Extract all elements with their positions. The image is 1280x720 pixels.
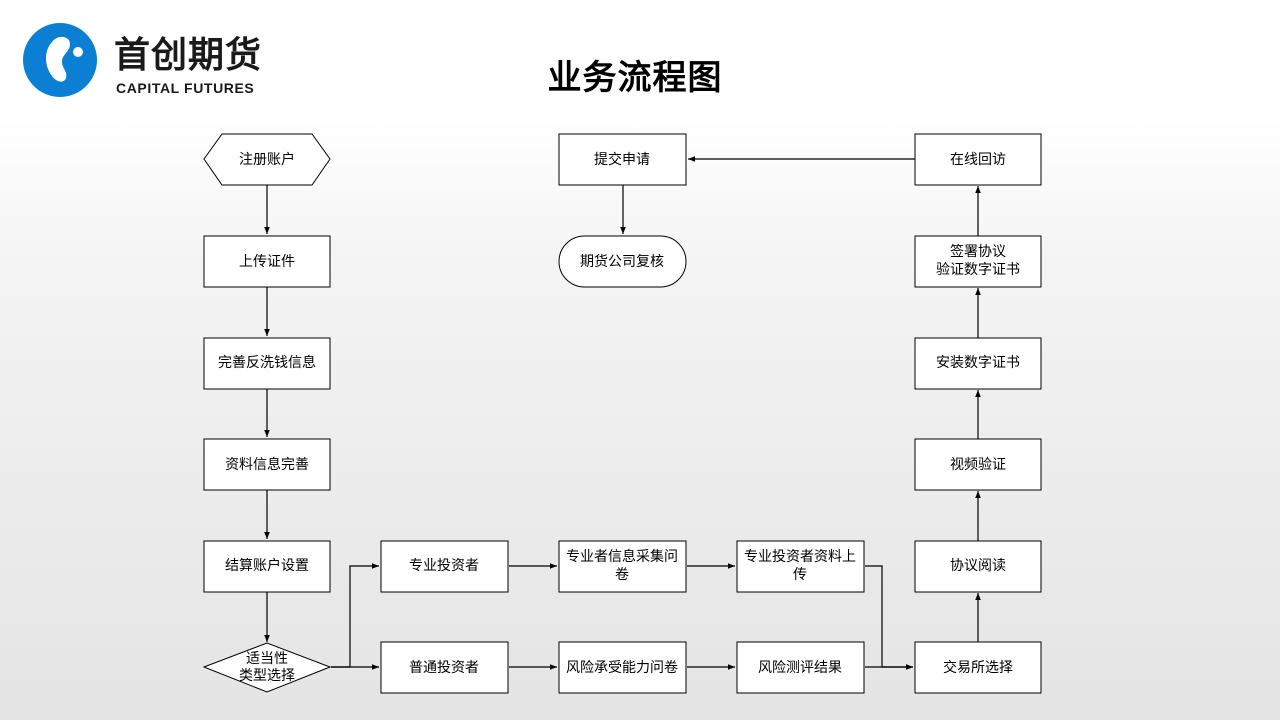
node-sign-label-1: 签署协议: [950, 243, 1006, 260]
node-pro-survey-label-1: 专业者信息采集问: [566, 548, 678, 565]
node-retail-investor-label: 普通投资者: [409, 660, 479, 676]
node-aml-info-label: 完善反洗钱信息: [218, 354, 316, 371]
node-install-cert: 安装数字证书: [914, 337, 1042, 390]
node-install-cert-label: 安装数字证书: [936, 355, 1020, 371]
node-submit-label: 提交申请: [594, 151, 650, 168]
node-sign-label-2: 验证数字证书: [936, 262, 1020, 278]
node-retail-investor: 普通投资者: [380, 641, 509, 694]
node-exchange-select-label: 交易所选择: [943, 659, 1013, 676]
node-aml-info: 完善反洗钱信息: [203, 337, 331, 390]
node-sign-agreement: 签署协议 验证数字证书: [914, 235, 1042, 288]
logo-name-cn: 首创期货: [114, 35, 263, 76]
node-risk-result-label: 风险测评结果: [758, 660, 842, 676]
node-agreement-read: 协议阅读: [914, 540, 1042, 593]
node-settlement-label: 结算账户设置: [225, 557, 309, 574]
node-submit: 提交申请: [558, 133, 687, 186]
node-review-label: 期货公司复核: [580, 253, 664, 270]
capital-futures-logo-icon: [23, 23, 97, 97]
node-upload-id-label: 上传证件: [239, 254, 295, 270]
node-review-terminal: 期货公司复核: [558, 235, 687, 288]
node-info-complete: 资料信息完善: [203, 438, 331, 491]
page-title: 业务流程图: [547, 58, 723, 98]
node-pro-investor: 专业投资者: [380, 540, 509, 593]
node-video-verify: 视频验证: [914, 438, 1042, 491]
node-register-label: 注册账户: [239, 151, 295, 168]
connector-suitability-pro: [331, 563, 379, 668]
node-risk-survey: 风险承受能力问卷: [558, 641, 687, 694]
node-upload-id: 上传证件: [203, 235, 331, 288]
node-exchange-select: 交易所选择: [914, 641, 1042, 694]
node-pro-survey-label-2: 卷: [615, 567, 629, 583]
node-pro-upload: 专业投资者资料上 传: [736, 540, 865, 593]
connectors: [264, 156, 981, 670]
node-register: 注册账户: [203, 133, 331, 186]
logo-name-en: CAPITAL FUTURES: [116, 80, 255, 96]
node-info-complete-label: 资料信息完善: [225, 456, 309, 473]
node-pro-upload-label-1: 专业投资者资料上: [744, 549, 856, 565]
node-online-visit: 在线回访: [914, 133, 1042, 186]
node-suitability-label-1: 适当性: [246, 651, 288, 667]
node-pro-survey: 专业者信息采集问 卷: [558, 540, 687, 593]
node-settlement: 结算账户设置: [203, 540, 331, 593]
logo: 首创期货 CAPITAL FUTURES: [0, 0, 278, 118]
node-video-verify-label: 视频验证: [950, 457, 1006, 473]
node-suitability-decision: 适当性 类型选择: [202, 642, 332, 693]
connector-proupload-exchange: [865, 565, 913, 670]
node-pro-investor-label: 专业投资者: [409, 558, 479, 574]
node-suitability-label-2: 类型选择: [239, 668, 295, 684]
node-risk-survey-label: 风险承受能力问卷: [566, 660, 678, 676]
node-agreement-read-label: 协议阅读: [950, 557, 1006, 574]
node-risk-result: 风险测评结果: [736, 641, 865, 694]
node-online-visit-label: 在线回访: [950, 152, 1006, 168]
node-pro-upload-label-2: 传: [793, 567, 807, 583]
